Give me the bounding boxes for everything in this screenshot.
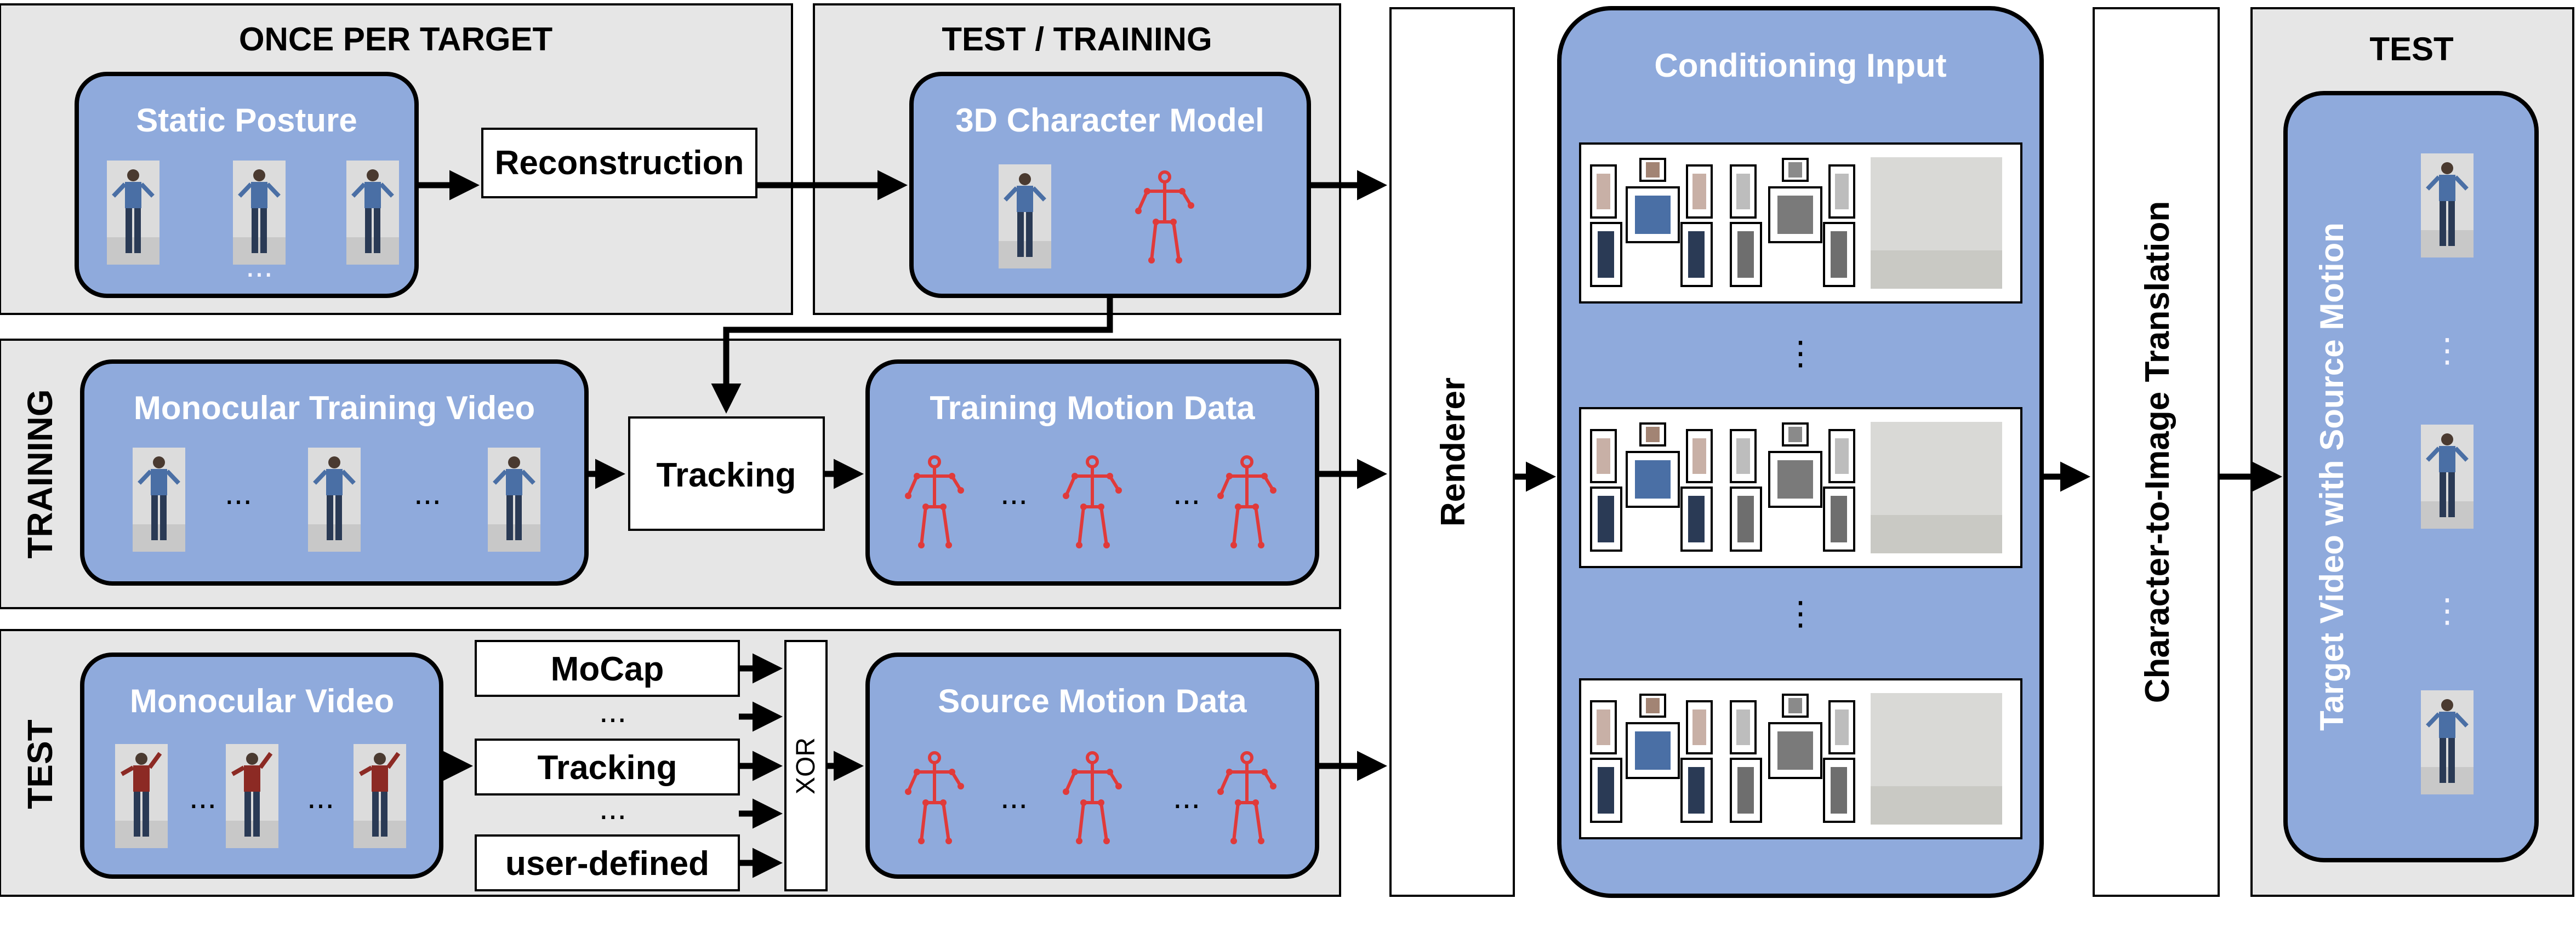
person-photo-training-3 — [488, 448, 540, 552]
tracking-test-node: Tracking — [475, 739, 740, 796]
panel-title-test: TEST — [20, 719, 60, 809]
static-posture-box: Static Posture ... — [75, 72, 419, 298]
target-video-title: Target Video with Source Motion — [2313, 222, 2350, 731]
person-photo-result-1 — [2421, 153, 2474, 258]
training-motion-data-title: Training Motion Data — [930, 390, 1255, 426]
conditioning-frame-2 — [1579, 407, 2022, 568]
training-motion-ellipsis-2: ... — [1173, 474, 1200, 511]
panel-title-once-per-target: ONCE PER TARGET — [239, 21, 552, 58]
training-video-ellipsis-1: ... — [225, 474, 252, 511]
tracking-test-label: Tracking — [538, 749, 677, 787]
target-video-box: Target Video with Source Motion ⋮ ⋮ — [2283, 91, 2539, 862]
character-model-box: 3D Character Model — [909, 72, 1311, 298]
person-photo-1 — [107, 161, 159, 265]
panel-title-test-training: TEST / TRAINING — [942, 21, 1212, 58]
reconstruction-node: Reconstruction — [481, 128, 757, 198]
xor-node: XOR — [784, 640, 828, 891]
reconstruction-label: Reconstruction — [495, 144, 744, 182]
conditioning-frame-1 — [1579, 142, 2022, 304]
character-to-image-label: Character-to-Image Translation — [2139, 201, 2176, 703]
person-photo-training-2 — [308, 448, 361, 552]
training-video-ellipsis-2: ... — [414, 474, 441, 511]
source-motion-data-title: Source Motion Data — [938, 683, 1247, 719]
source-motion-ellipsis-1: ... — [1000, 779, 1028, 815]
person-photo-training-1 — [133, 448, 185, 552]
panel-title-test-right: TEST — [2369, 31, 2453, 67]
person-photo-result-2 — [2421, 425, 2474, 529]
conditioning-input-box: Conditioning Input ⋮ ⋮ — [1557, 6, 2044, 898]
panel-title-training: TRAINING — [20, 389, 60, 558]
tracking-training-label: Tracking — [657, 456, 796, 494]
user-defined-node: user-defined — [475, 834, 740, 891]
training-motion-ellipsis-1: ... — [1000, 474, 1028, 511]
arrow-model-to-tracking — [711, 296, 1113, 414]
mocap-label: MoCap — [551, 650, 664, 688]
conditioning-vertical-ellipsis-1: ⋮ — [1784, 335, 1817, 371]
motion-source-ellipsis-2: ... — [599, 789, 626, 826]
motion-source-ellipsis-1: ... — [599, 693, 626, 729]
user-defined-label: user-defined — [505, 845, 709, 883]
static-posture-ellipsis: ... — [246, 247, 273, 284]
character-to-image-node: Character-to-Image Translation — [2093, 7, 2220, 897]
person-photo-test-2 — [226, 744, 278, 848]
source-motion-ellipsis-2: ... — [1173, 779, 1200, 815]
tracking-training-node: Tracking — [628, 416, 825, 531]
static-posture-title: Static Posture — [136, 102, 357, 139]
character-mesh-icon — [999, 164, 1051, 268]
monocular-training-video-box: Monocular Training Video ... ... — [80, 359, 589, 586]
conditioning-vertical-ellipsis-2: ⋮ — [1784, 595, 1817, 632]
monocular-video-title: Monocular Video — [130, 683, 394, 719]
person-photo-result-3 — [2421, 690, 2474, 794]
monocular-video-box: Monocular Video ... ... — [80, 653, 443, 879]
renderer-node: Renderer — [1389, 7, 1515, 897]
test-video-ellipsis-2: ... — [307, 779, 334, 815]
target-video-vertical-ellipsis-2: ⋮ — [2431, 592, 2464, 629]
person-photo-test-3 — [354, 744, 406, 848]
renderer-label: Renderer — [1434, 377, 1472, 527]
mocap-node: MoCap — [475, 640, 740, 697]
person-photo-3 — [346, 161, 399, 265]
target-video-vertical-ellipsis-1: ⋮ — [2431, 332, 2464, 369]
connector-arrows — [417, 170, 2282, 878]
person-photo-test-1 — [115, 744, 168, 848]
source-motion-data-box: Source Motion Data ... ... — [865, 653, 1319, 879]
xor-label: XOR — [791, 737, 820, 794]
test-video-ellipsis-1: ... — [189, 779, 216, 815]
training-motion-data-box: Training Motion Data ... ... — [865, 359, 1319, 586]
monocular-training-video-title: Monocular Training Video — [134, 390, 535, 426]
character-model-title: 3D Character Model — [955, 102, 1264, 139]
conditioning-input-title: Conditioning Input — [1654, 47, 1946, 84]
conditioning-frame-3 — [1579, 678, 2022, 839]
